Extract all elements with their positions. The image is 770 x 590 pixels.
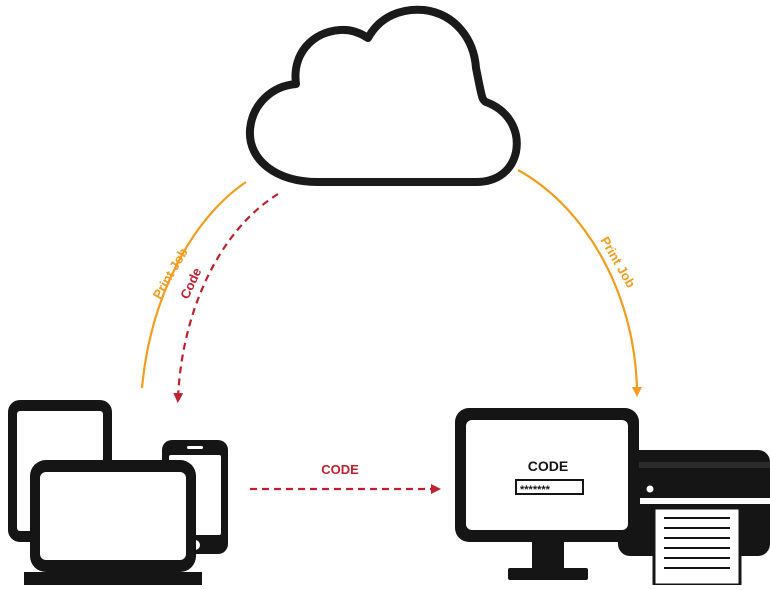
monitor-icon: CODE ******* — [455, 408, 639, 580]
screen-code-title: CODE — [528, 458, 568, 474]
printer-icon — [618, 450, 770, 587]
screen-code-value: ******* — [520, 484, 551, 496]
laptop-icon — [24, 460, 202, 585]
code-label-left: Code — [177, 265, 204, 301]
screen-code-field — [515, 479, 584, 495]
code-label-middle: CODE — [321, 462, 359, 477]
print-job-arrow-right — [517, 169, 642, 397]
print-job-arrow-left — [140, 181, 247, 389]
cloud-icon — [245, 5, 521, 186]
code-arrow-left — [173, 193, 279, 403]
